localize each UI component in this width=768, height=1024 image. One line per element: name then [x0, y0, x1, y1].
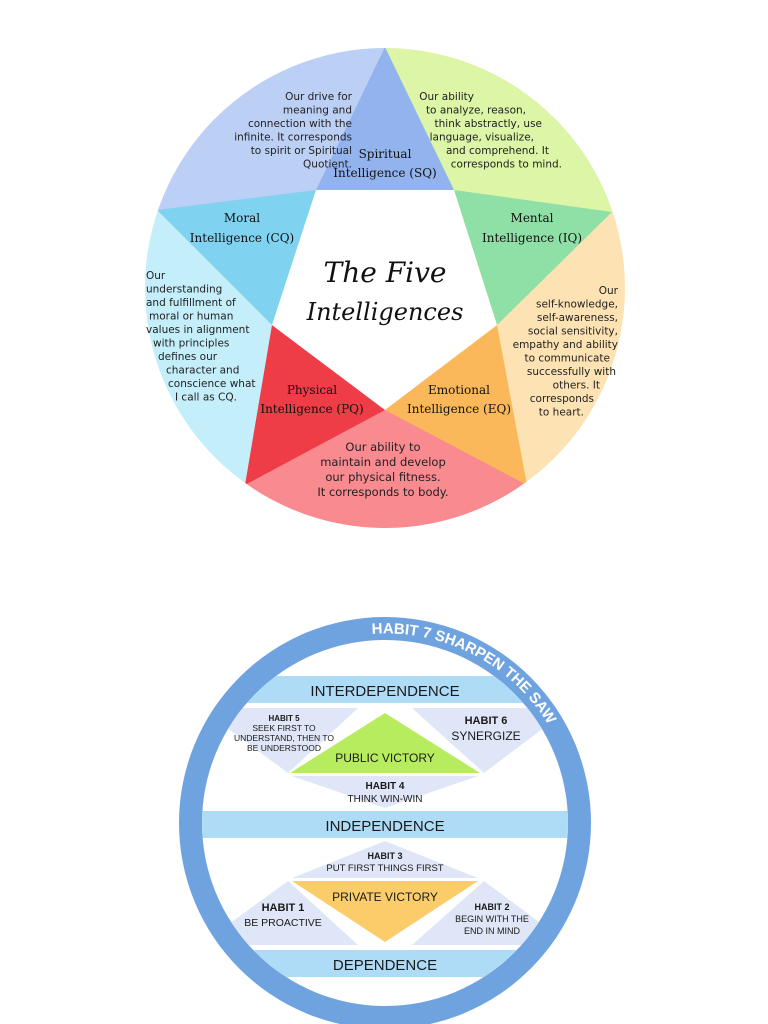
- desc-spiritual-line: Quotient.: [303, 159, 352, 171]
- desc-moral-line: and fulfillment of: [146, 297, 236, 309]
- habit5-triangle: [202, 708, 358, 773]
- habit3-text: PUT FIRST THINGS FIRST: [326, 863, 443, 874]
- star-point-moral: [157, 190, 316, 325]
- desc-mental-line: Our ability: [419, 91, 474, 103]
- desc-emotional-line: self-awareness,: [537, 312, 618, 324]
- habit2-title: HABIT 2: [474, 902, 509, 912]
- interdependence-label: INTERDEPENDENCE: [310, 683, 459, 700]
- desc-spiritual-line: infinite. It corresponds: [234, 132, 352, 144]
- desc-physical-line: It corresponds to body.: [317, 485, 448, 499]
- spiritual-abbr: Intelligence (SQ): [333, 166, 436, 180]
- star-point-spiritual: [316, 48, 454, 190]
- h5-line: UNDERSTAND, THEN TO: [234, 733, 334, 743]
- desc-emotional-line: Our: [599, 285, 619, 297]
- five-title-line1: The Five: [324, 256, 447, 289]
- habit4-text: THINK WIN-WIN: [348, 794, 423, 805]
- desc-moral-line: character and: [166, 365, 239, 377]
- independence-band: [202, 811, 568, 838]
- desc-mental-line: corresponds to mind.: [451, 159, 562, 171]
- habit5-title: HABIT 5: [268, 714, 300, 723]
- seven-habits-diagram: HABIT 7 SHARPEN THE SAW INTERDEPENDENCE …: [179, 617, 591, 1024]
- desc-mental-line: and comprehend. It: [446, 145, 549, 157]
- private-victory-label: PRIVATE VICTORY: [332, 890, 438, 904]
- desc-emotional-line: to communicate: [524, 353, 610, 365]
- desc-physical-line: Our ability to: [345, 440, 420, 454]
- mental-abbr: Intelligence (IQ): [482, 231, 582, 245]
- h5-line: SEEK FIRST TO: [252, 723, 316, 733]
- emotional-abbr: Intelligence (EQ): [407, 402, 511, 416]
- sector-physical: [245, 288, 527, 528]
- star-point-mental: [454, 190, 612, 325]
- star-point-physical: [245, 325, 385, 485]
- habit1-triangle: [202, 881, 358, 945]
- desc-physical-line: maintain and develop: [320, 455, 446, 469]
- desc-mental-line: think abstractly, use: [435, 118, 542, 130]
- desc-emotional-line: to heart.: [539, 407, 584, 419]
- desc-moral-line: moral or human: [149, 311, 233, 323]
- habit4-triangle: [292, 776, 478, 808]
- desc-spiritual-line: Our drive for: [285, 91, 353, 103]
- spiritual-name: Spiritual: [359, 147, 412, 161]
- emotional-name: Emotional: [428, 383, 490, 397]
- habit2-triangle: [412, 881, 568, 945]
- desc-mental-line: language, visualize,: [430, 132, 534, 144]
- desc-moral-line: with principles: [153, 338, 229, 350]
- desc-emotional-line: self-knowledge,: [536, 299, 618, 311]
- desc-emotional-line: others. It: [553, 380, 600, 392]
- public-victory-label: PUBLIC VICTORY: [335, 751, 435, 765]
- desc-moral-line: conscience what: [168, 378, 256, 390]
- desc-moral-line: Our: [146, 270, 166, 282]
- moral-name: Moral: [224, 211, 260, 225]
- desc-moral-line: understanding: [146, 284, 222, 296]
- habit1-text: BE PROACTIVE: [244, 917, 322, 929]
- h1-line: BE PROACTIVE: [244, 917, 322, 929]
- desc-spiritual-line: to spirit or Spiritual: [251, 145, 352, 157]
- habit2-text: BEGIN WITH THE END IN MIND: [455, 914, 529, 936]
- private-victory-triangle: [292, 881, 478, 942]
- habit6-triangle: [412, 708, 568, 773]
- independence-label: INDEPENDENCE: [325, 818, 444, 835]
- h6-line: SYNERGIZE: [451, 729, 520, 743]
- desc-physical-line: our physical fitness.: [325, 470, 440, 484]
- physical-name: Physical: [287, 383, 337, 397]
- desc-moral-line: defines our: [158, 351, 218, 363]
- desc-spiritual-line: meaning and: [283, 105, 352, 117]
- moral-abbr: Intelligence (CQ): [190, 231, 294, 245]
- h2-line: BEGIN WITH THE: [455, 914, 529, 924]
- habit1-title: HABIT 1: [262, 902, 305, 914]
- star-point-emotional: [385, 325, 527, 485]
- desc-emotional-line: corresponds: [530, 393, 594, 405]
- desc-moral-line: I call as CQ.: [175, 392, 237, 404]
- center-pentagon: [272, 190, 497, 410]
- desc-moral-line: values in alignment: [146, 324, 249, 336]
- h5-line: BE UNDERSTOOD: [247, 743, 321, 753]
- desc-emotional-line: successfully with: [527, 366, 616, 378]
- five-intelligences-diagram: The Five Intelligences Spiritual Intelli…: [145, 48, 625, 528]
- habit6-title: HABIT 6: [465, 715, 508, 727]
- habit3-triangle: [292, 841, 478, 878]
- desc-emotional-line: social sensitivity,: [528, 326, 618, 338]
- five-title-line2: Intelligences: [306, 298, 464, 326]
- physical-abbr: Intelligence (PQ): [260, 402, 363, 416]
- h4-line: THINK WIN-WIN: [348, 794, 423, 805]
- habit6-text: SYNERGIZE: [451, 729, 520, 743]
- mental-description: Our ability to analyze, reason,think abst…: [419, 91, 562, 171]
- habit4-title: HABIT 4: [366, 781, 405, 792]
- desc-spiritual-line: connection with the: [248, 118, 352, 130]
- h3-line: PUT FIRST THINGS FIRST: [326, 863, 443, 874]
- dependence-label: DEPENDENCE: [333, 957, 437, 974]
- public-victory-triangle: [290, 713, 480, 773]
- desc-emotional-line: empathy and ability: [513, 339, 618, 351]
- habit3-title: HABIT 3: [367, 851, 402, 861]
- mental-name: Mental: [511, 211, 554, 225]
- h2-line: END IN MIND: [464, 926, 521, 936]
- emotional-description: Our self-knowledge,self-awareness, social …: [513, 285, 619, 419]
- desc-mental-line: to analyze, reason,: [426, 105, 526, 117]
